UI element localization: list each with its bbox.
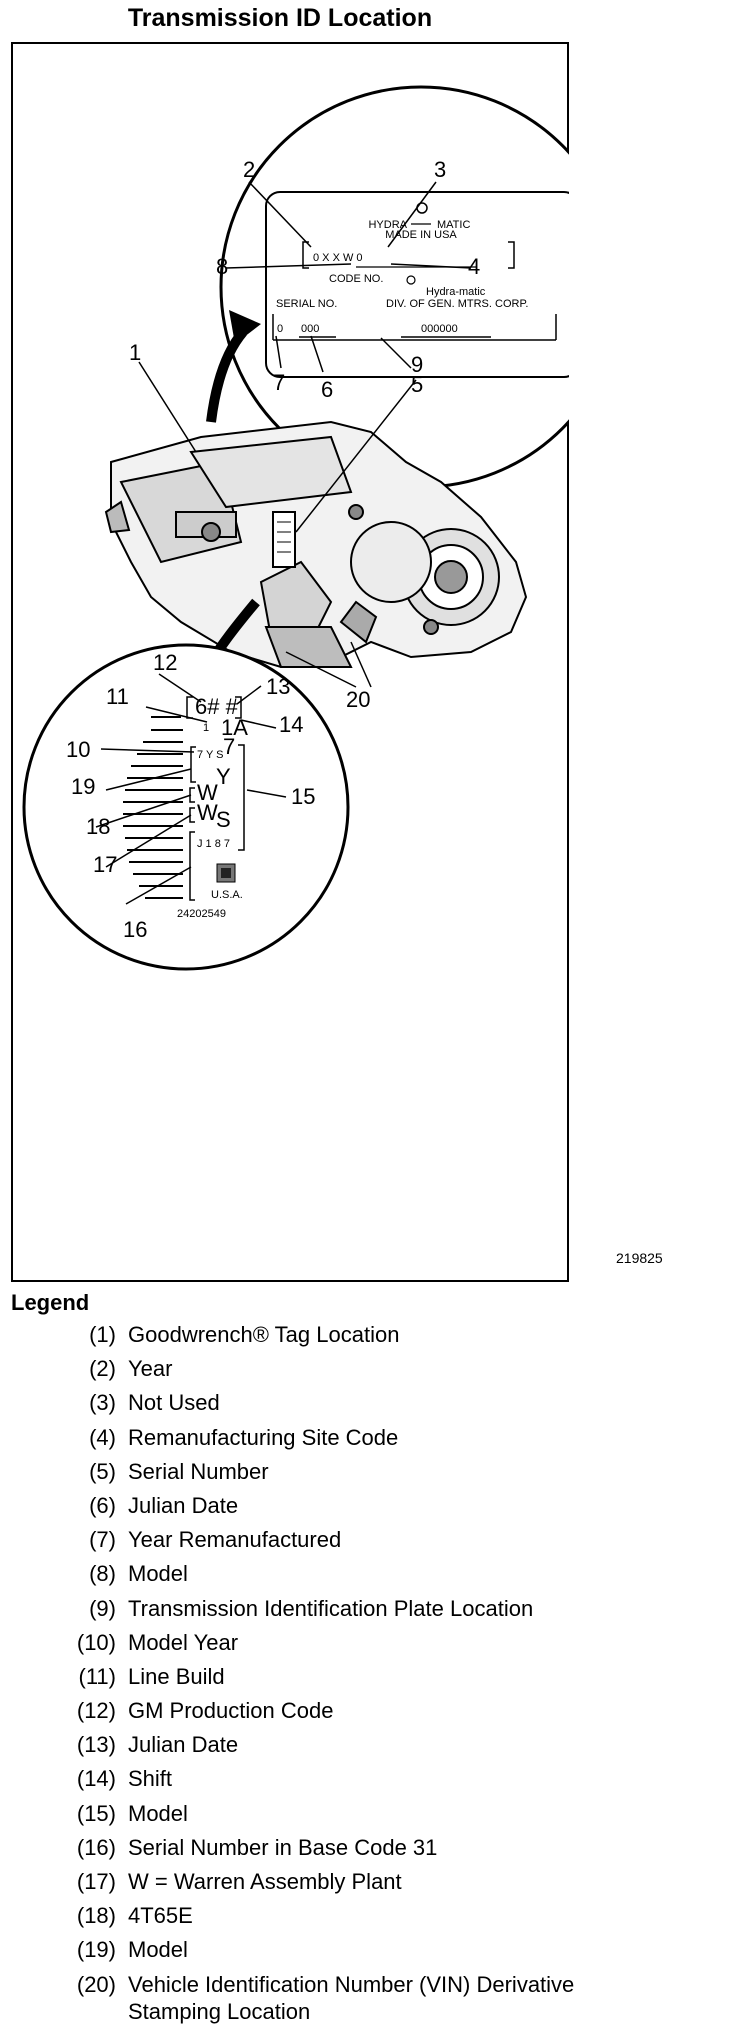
- legend-item-text: Model: [128, 1561, 188, 1587]
- legend-item-number: (8): [89, 1561, 116, 1587]
- legend-item-text: Model Year: [128, 1629, 239, 1655]
- callout-18: 18: [86, 814, 110, 839]
- legend-item-number: (17): [76, 1869, 116, 1894]
- legend-item-number: (16): [76, 1834, 116, 1860]
- serial-b: 000: [301, 323, 319, 335]
- legend-item-number: (5): [89, 1458, 116, 1484]
- callout-13: 13: [266, 674, 290, 699]
- big-y: Y: [216, 764, 231, 789]
- legend-item-text: Shift: [128, 1766, 173, 1792]
- code-6: 6# #: [195, 694, 239, 719]
- diagram-title: Transmission ID Location: [127, 4, 433, 32]
- legend-item-text: Model: [128, 1937, 188, 1963]
- legend-item-number: (15): [76, 1800, 116, 1826]
- legend-item-number: (4): [89, 1424, 116, 1450]
- legend-item-text: 4T65E: [128, 1903, 193, 1929]
- callout-14: 14: [279, 712, 303, 737]
- division-label: DIV. OF GEN. MTRS. CORP.: [386, 298, 528, 310]
- legend-heading: Legend: [11, 1290, 90, 1315]
- made-in: MADE IN USA: [385, 229, 457, 241]
- callout-2: 2: [243, 157, 255, 182]
- callout-1: 1: [129, 340, 141, 365]
- callout-7: 7: [273, 370, 285, 395]
- legend-item-number: (20): [76, 1971, 116, 1997]
- part-no: 24202549: [177, 908, 226, 920]
- legend-item-number: (9): [89, 1595, 116, 1621]
- hydra-matic-text: Hydra-matic: [426, 286, 486, 298]
- bottom-detail-circle: 6# # 1 1A 7 7 Y S Y W W S J 1 8 7 U.S.A.…: [22, 643, 350, 971]
- legend-item-text: Not Used: [128, 1390, 220, 1416]
- big-s: S: [216, 807, 231, 832]
- serial-c: 000000: [421, 323, 458, 335]
- callout-9: 9: [411, 352, 423, 377]
- legend-item-number: (6): [89, 1492, 116, 1518]
- legend-item-number: (10): [76, 1629, 116, 1655]
- callout-12: 12: [153, 650, 177, 675]
- model-line: 0 X X W 0: [313, 252, 363, 264]
- legend-item-text: Serial Number: [128, 1458, 269, 1484]
- legend-item-text: Serial Number in Base Code 31: [128, 1834, 438, 1860]
- legend-item-number: (2): [89, 1356, 116, 1382]
- callout-15: 15: [291, 784, 315, 809]
- w2: W: [197, 800, 218, 825]
- legend-item-text: W = Warren Assembly Plant: [128, 1869, 402, 1894]
- legend-item-text: Julian Date: [128, 1492, 239, 1518]
- code-7: 7: [223, 734, 235, 759]
- arrow-up-icon: [206, 328, 247, 423]
- callout-17: 17: [93, 852, 117, 877]
- legend-item-text: Model: [128, 1800, 188, 1826]
- legend-item-number: (7): [89, 1527, 116, 1553]
- figure-id: 219825: [616, 1250, 663, 1266]
- code-no: CODE NO.: [329, 273, 383, 285]
- callout-4: 4: [468, 254, 480, 279]
- legend-item-number: (14): [76, 1766, 116, 1792]
- top-detail-circle: HYDRA MATIC MADE IN USA 0 X X W 0 CODE N…: [219, 85, 569, 489]
- legend-item-number: (11): [78, 1663, 117, 1689]
- callout-8: 8: [216, 254, 228, 279]
- legend-item-number: (18): [76, 1903, 116, 1929]
- code-1: 1: [203, 722, 209, 734]
- legend-item-number: (3): [89, 1390, 116, 1416]
- w1: W: [197, 780, 218, 805]
- callout-5: 5: [411, 372, 423, 397]
- callout-3: 3: [434, 157, 446, 182]
- callout-6: 6: [321, 377, 333, 402]
- callout-19: 19: [71, 774, 95, 799]
- id-plate-top: [265, 191, 569, 378]
- legend-item-text: Vehicle Identification Number (VIN) Deri…: [128, 1971, 575, 2024]
- legend-item-number: (19): [76, 1937, 116, 1963]
- legend-item-number: (1): [89, 1322, 116, 1347]
- serial-a: 0: [277, 323, 283, 335]
- legend-item-text: Julian Date: [128, 1732, 239, 1758]
- brand-right: MATIC: [437, 219, 470, 231]
- usa-label: U.S.A.: [211, 889, 243, 901]
- legend-item-number: (13): [76, 1732, 116, 1758]
- callout-11: 11: [106, 684, 129, 709]
- brand-left: HYDRA: [368, 219, 407, 231]
- legend-item-text: Remanufacturing Site Code: [128, 1424, 399, 1450]
- serial-no-label: SERIAL NO.: [276, 298, 337, 310]
- transmission-diagram: HYDRA MATIC MADE IN USA 0 X X W 0 CODE N…: [22, 85, 569, 971]
- legend-item-text: Year: [128, 1356, 173, 1382]
- callout-20: 20: [346, 687, 370, 712]
- transmission-illustration: [104, 420, 528, 669]
- legend-item-text: Transmission Identification Plate Locati…: [128, 1595, 534, 1621]
- callout-16: 16: [123, 917, 147, 942]
- diagram-frame: [11, 42, 569, 1282]
- legend-item-text: Line Build: [128, 1663, 225, 1689]
- code-7ys: 7 Y S: [197, 749, 224, 761]
- legend-item-text: GM Production Code: [128, 1698, 334, 1724]
- serial-vert: J 1 8 7: [197, 838, 230, 850]
- legend-item-text: Goodwrench® Tag Location: [128, 1322, 400, 1347]
- code-1a: 1A: [221, 715, 248, 740]
- legend-item-number: (12): [76, 1698, 116, 1724]
- legend-item-text: Year Remanufactured: [128, 1527, 342, 1553]
- id-plate-location: [272, 511, 296, 568]
- callout-10: 10: [66, 737, 90, 762]
